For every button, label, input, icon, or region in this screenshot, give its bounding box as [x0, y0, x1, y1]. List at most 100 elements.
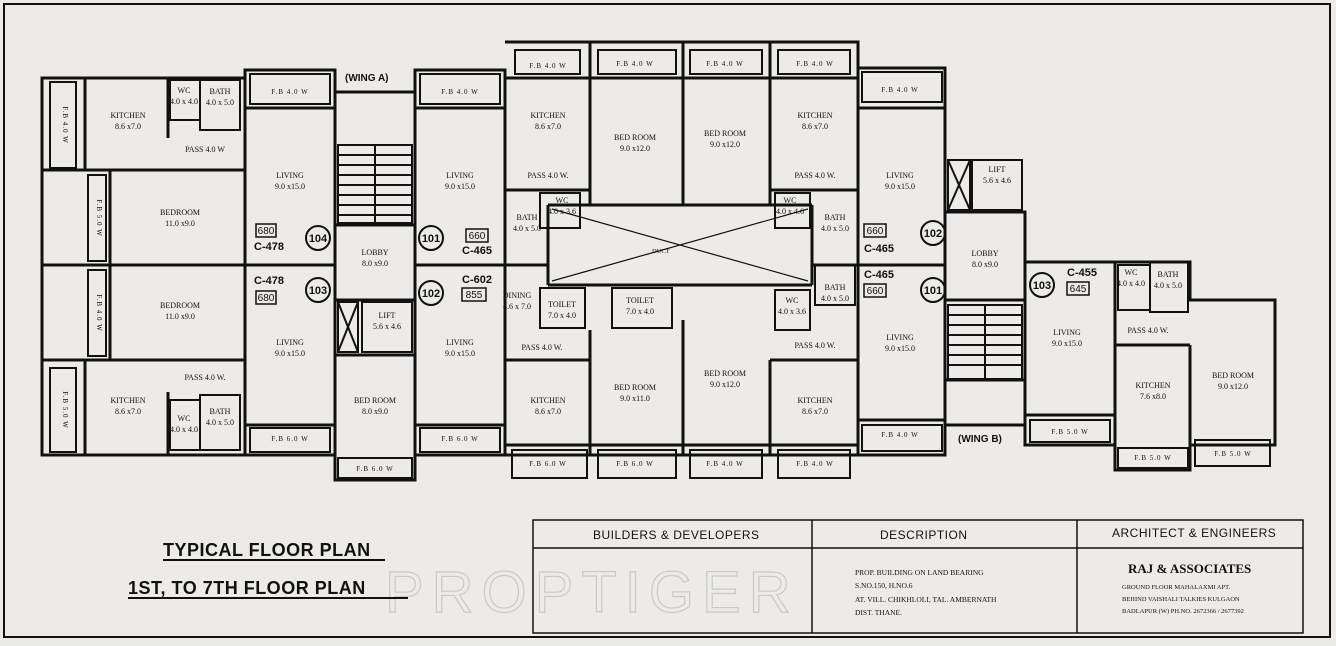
- window-label: F.B 5.0 W: [1134, 454, 1171, 462]
- room-dimension: 7.0 x 4.0: [626, 307, 654, 316]
- window-label: F.B 4.0 W: [441, 88, 478, 96]
- room-dimension: 4.0 x 5.0: [821, 224, 849, 233]
- room-name: KITCHEN: [530, 111, 565, 120]
- flat-area: 855: [466, 290, 483, 301]
- room-name: BATH: [825, 283, 846, 292]
- room-dimension: 8.0 x9.0: [362, 407, 388, 416]
- room-name: KITCHEN: [797, 111, 832, 120]
- window-label: F.B 6.0 W: [271, 435, 308, 443]
- room-name: LIVING: [1053, 328, 1081, 337]
- window-label: F.B 6.0 W: [356, 465, 393, 473]
- window-label: F.B 4.0 W: [616, 60, 653, 68]
- flat-code: C-478: [254, 241, 284, 253]
- wing-a: [40, 68, 507, 482]
- window-label: F.B 5.0 W: [95, 199, 103, 236]
- description-header: DESCRIPTION: [880, 528, 968, 542]
- description-line-3: AT. VILL. CHIKHLOLI, TAL. AMBERNATH: [855, 595, 997, 604]
- room-dimension: 8.6 x7.0: [115, 407, 141, 416]
- room-name: KITCHEN: [110, 111, 145, 120]
- room-dimension: 4.0 x 3.6: [778, 307, 806, 316]
- room-name: LIVING: [446, 338, 474, 347]
- flat-code: C-602: [462, 274, 492, 286]
- room-name: TOILET: [548, 300, 576, 309]
- window-label: F.B 4.0 W: [706, 60, 743, 68]
- title-block: [532, 519, 1304, 634]
- architect-name: RAJ & ASSOCIATES: [1128, 561, 1251, 576]
- room-name: TOILET: [626, 296, 654, 305]
- flat-number: 101: [422, 233, 440, 245]
- room-name: WC: [556, 196, 569, 205]
- description-line-4: DIST. THANE.: [855, 608, 902, 617]
- plan-title: TYPICAL FLOOR PLAN: [163, 540, 371, 560]
- window-label: F.B 4.0 W: [61, 106, 69, 143]
- flat-number-circles: [305, 220, 1055, 306]
- window-label: F.B 4.0 W: [796, 460, 833, 468]
- room-name: LIVING: [886, 333, 914, 342]
- room-name: LOBBY: [361, 248, 388, 257]
- room-name: BED ROOM: [614, 383, 656, 392]
- builders-header: BUILDERS & DEVELOPERS: [593, 528, 760, 542]
- room-name: KITCHEN: [110, 396, 145, 405]
- room-dimension: 9.0 x15.0: [445, 349, 475, 358]
- room-dimension: 8.6 x7.0: [115, 122, 141, 131]
- room-name: PASS 4.0 W.: [527, 171, 568, 180]
- room-dimension: 7.6 x8.0: [1140, 392, 1166, 401]
- architect-address-3: BADLAPUR (W) PH.NO. 2672366 / 2677392: [1122, 608, 1244, 615]
- window-label: F.B 4.0 W: [271, 88, 308, 96]
- room-name: KITCHEN: [530, 396, 565, 405]
- window-label: F.B 4.0 W: [881, 431, 918, 439]
- room-name: BATH: [517, 213, 538, 222]
- wing-a-label: (WING A): [345, 73, 389, 84]
- room-dimension: 4.0 x 3.6: [548, 207, 576, 216]
- room-name: WC: [784, 196, 797, 205]
- room-dimension: 4.6 x 7.0: [503, 302, 531, 311]
- room-dimension: 9.0 x15.0: [1052, 339, 1082, 348]
- room-name: BED ROOM: [704, 369, 746, 378]
- flat-number: 102: [924, 228, 942, 240]
- room-name: LIVING: [886, 171, 914, 180]
- flat-area: 660: [469, 231, 486, 242]
- room-name: BED ROOM: [354, 396, 396, 405]
- core-wet-areas: [511, 49, 851, 479]
- room-name: BED ROOM: [614, 133, 656, 142]
- room-name: WC: [1125, 268, 1138, 277]
- room-name: BEDROOM: [160, 208, 200, 217]
- flat-code: C-465: [864, 243, 894, 255]
- architect-address-1: GROUND FLOOR MAHALAXMI APT.: [1122, 584, 1231, 591]
- duct-label: DUCT: [652, 248, 670, 255]
- room-name: KITCHEN: [1135, 381, 1170, 390]
- room-name: PASS 4.0 W.: [1127, 326, 1168, 335]
- room-name: DINING: [503, 291, 532, 300]
- room-dimension: 4.0 x 4.0: [1117, 279, 1145, 288]
- room-dimension: 9.0 x15.0: [275, 182, 305, 191]
- wing-b-label: (WING B): [958, 434, 1002, 445]
- room-dimension: 9.0 x15.0: [885, 344, 915, 353]
- window-label: F.B 4.0 W: [95, 294, 103, 331]
- room-dimension: 11.0 x9.0: [165, 312, 195, 321]
- room-dimension: 4.0 x 5.0: [206, 98, 234, 107]
- room-name: BATH: [1158, 270, 1179, 279]
- room-dimension: 4.0 x 5.0: [821, 294, 849, 303]
- room-name: PASS 4.0 W.: [521, 343, 562, 352]
- window-label: F.B 6.0 W: [616, 460, 653, 468]
- room-dimension: 8.6 x7.0: [802, 407, 828, 416]
- room-name: BED ROOM: [704, 129, 746, 138]
- window-label: F.B 4.0 W: [706, 460, 743, 468]
- window-label: F.B 5.0 W: [61, 391, 69, 428]
- flat-number: 102: [422, 288, 440, 300]
- description-line-1: PROP. BUILDING ON LAND BEARING: [855, 568, 984, 577]
- flat-area: 645: [1070, 284, 1087, 295]
- room-name: BATH: [210, 87, 231, 96]
- room-dimension: 4.0 x 5.0: [513, 224, 541, 233]
- room-name: KITCHEN: [797, 396, 832, 405]
- window-label: F.B 4.0 W: [529, 62, 566, 70]
- flat-number: 103: [1033, 280, 1051, 292]
- flat-area: 680: [258, 293, 275, 304]
- wing-a-wet-areas: [49, 73, 501, 479]
- room-dimension: 8.6 x7.0: [802, 122, 828, 131]
- window-label: F.B 4.0 W: [881, 86, 918, 94]
- flat-code: C-465: [864, 269, 894, 281]
